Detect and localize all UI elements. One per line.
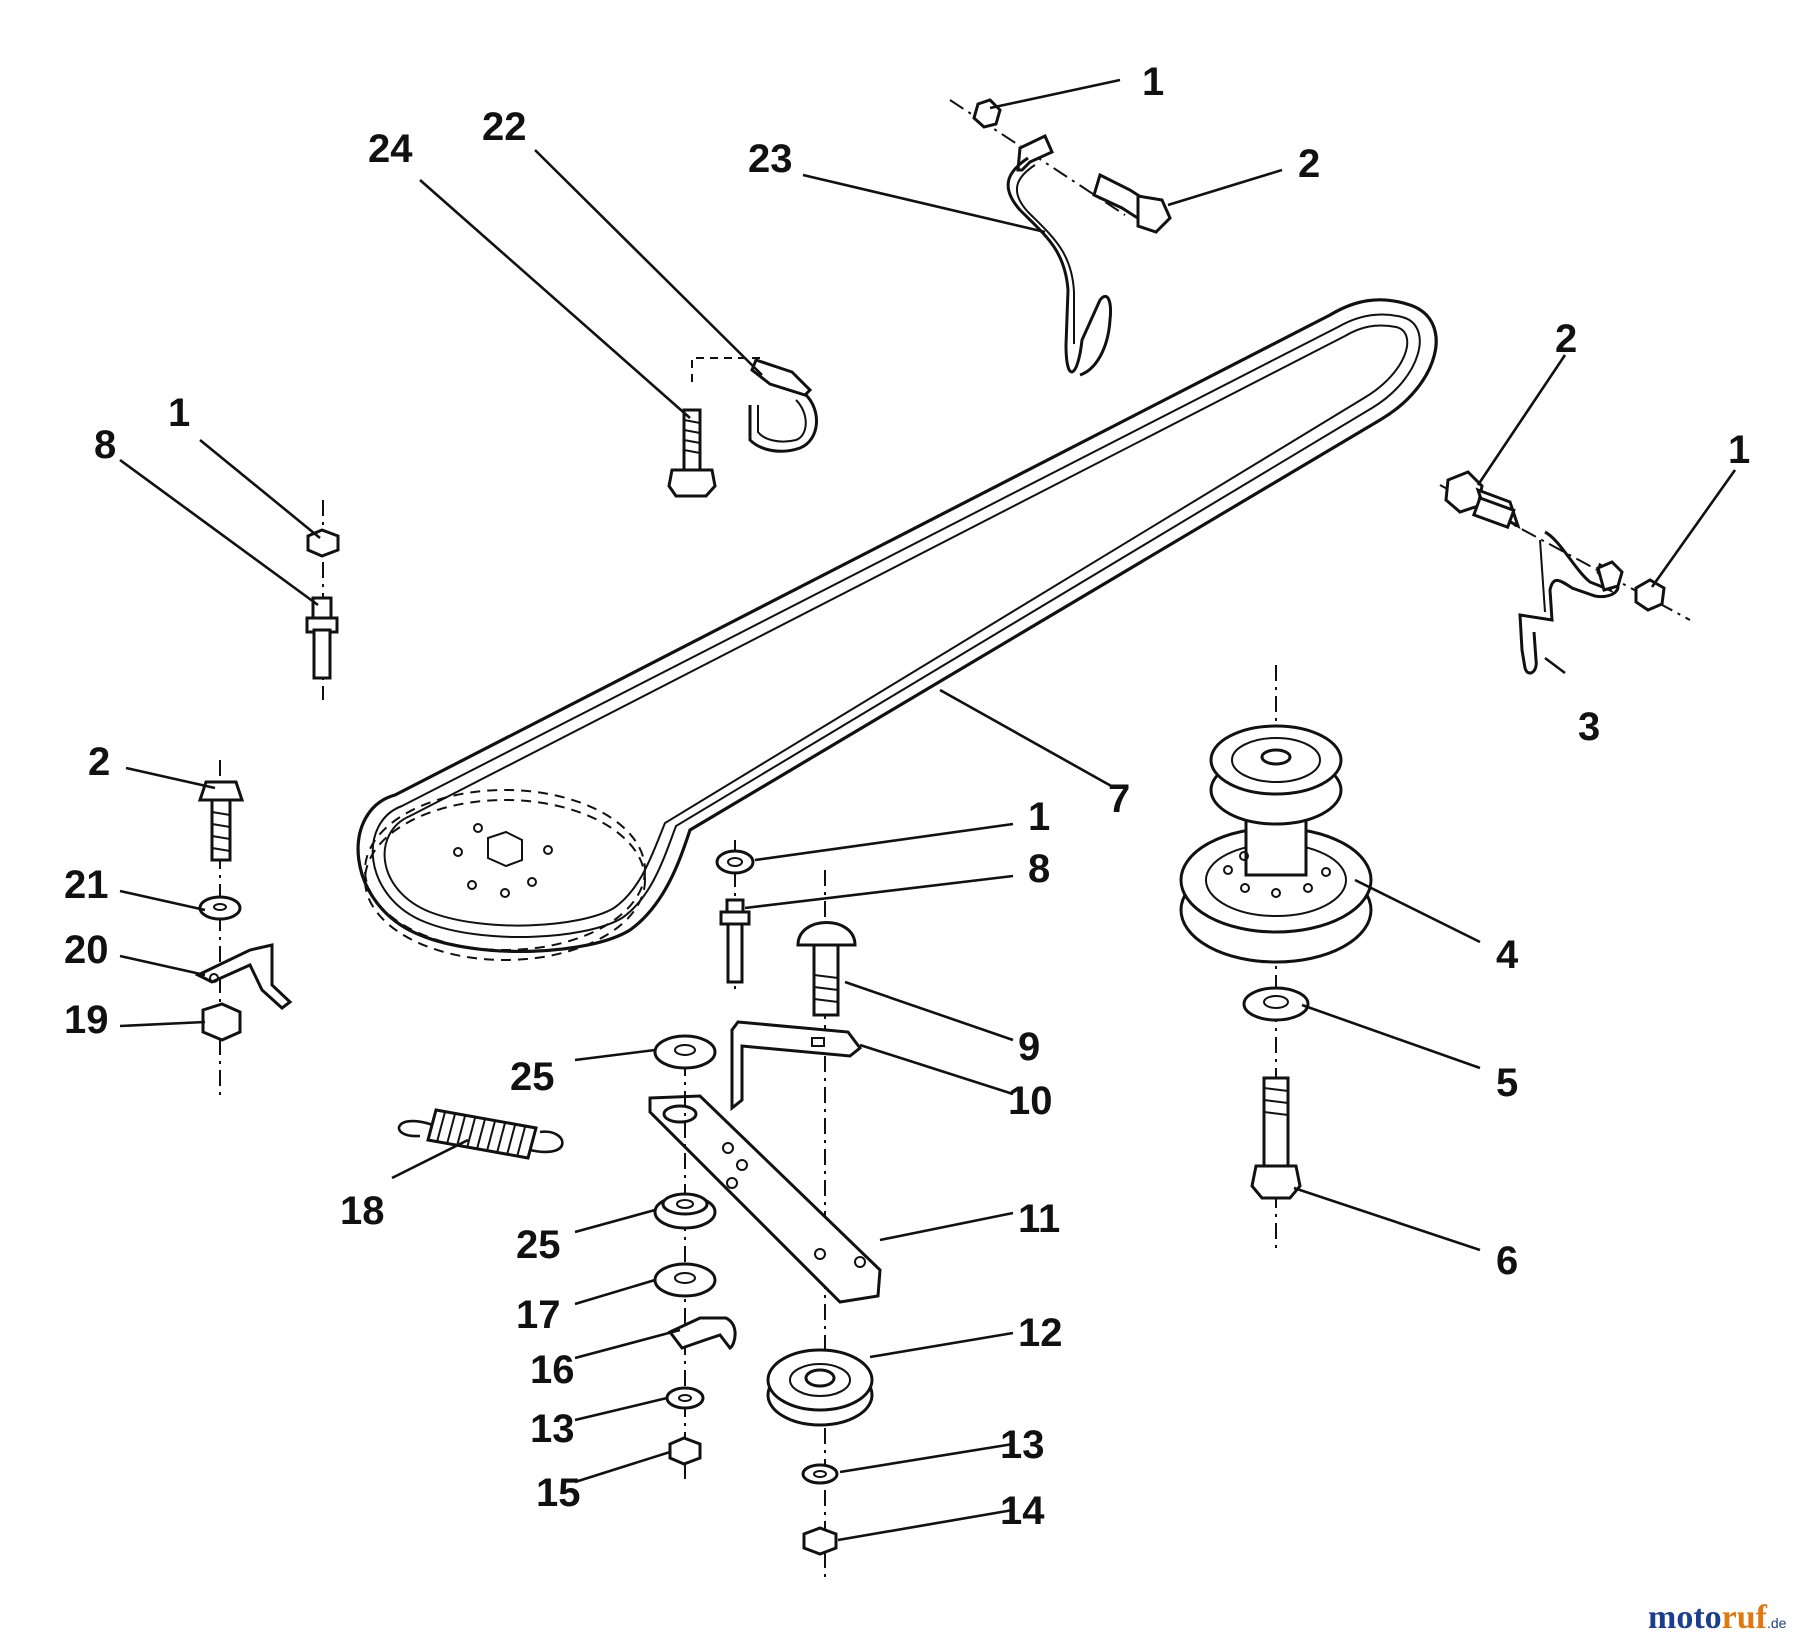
callout-17: 17 — [516, 1293, 561, 1337]
callout-11: 11 — [1018, 1197, 1060, 1241]
idler-arm — [648, 1094, 882, 1304]
callout-1: 1 — [1142, 60, 1164, 104]
callout-12: 12 — [1018, 1311, 1063, 1355]
callout-2: 2 — [1298, 142, 1320, 186]
callout-21: 21 — [64, 863, 109, 907]
belt-guide-right — [1439, 470, 1691, 675]
stud-and-nut-left — [305, 500, 340, 700]
callout-labels: 1 2 23 22 24 2 1 1 8 3 7 2 21 20 19 1 8 … — [64, 60, 1750, 1533]
callout-24: 24 — [368, 127, 413, 171]
idler-bracket — [730, 1020, 863, 1112]
idler-pulley — [766, 1348, 874, 1556]
callout-25: 25 — [516, 1223, 561, 1267]
watermark-part2: ruf — [1722, 1599, 1768, 1636]
watermark-suffix: .de — [1767, 1615, 1787, 1631]
callout-19: 19 — [64, 998, 109, 1042]
callout-2: 2 — [1555, 317, 1577, 361]
double-pulley-stack — [1179, 665, 1373, 1250]
callout-22: 22 — [482, 105, 527, 149]
callout-14: 14 — [1000, 1489, 1045, 1533]
callout-6: 6 — [1496, 1239, 1518, 1283]
belt-guide-center — [667, 357, 818, 498]
callout-4: 4 — [1496, 933, 1519, 977]
watermark-part1: moto — [1648, 1599, 1722, 1636]
stud-and-nut-center — [715, 840, 755, 990]
callout-1: 1 — [1028, 795, 1050, 839]
idler-spring — [397, 1108, 564, 1160]
callout-8: 8 — [1028, 847, 1050, 891]
belt-pulley — [364, 789, 646, 961]
callout-2: 2 — [88, 740, 110, 784]
callout-7: 7 — [1108, 777, 1130, 821]
svg-text:motoruf.de: motoruf.de — [1648, 1599, 1787, 1636]
callout-23: 23 — [748, 137, 793, 181]
left-bolt-stack — [194, 760, 293, 1100]
callout-25: 25 — [510, 1055, 555, 1099]
callout-20: 20 — [64, 928, 109, 972]
belt-guide-upper — [949, 98, 1172, 377]
callout-13: 13 — [530, 1407, 575, 1451]
callout-5: 5 — [1496, 1061, 1518, 1105]
callout-10: 10 — [1008, 1079, 1053, 1123]
callout-8: 8 — [94, 423, 116, 467]
callout-13: 13 — [1000, 1423, 1045, 1467]
callout-3: 3 — [1578, 705, 1600, 749]
callout-18: 18 — [340, 1189, 385, 1233]
callout-9: 9 — [1018, 1025, 1040, 1069]
watermark-logo: motoruf.de — [1648, 1599, 1787, 1636]
callout-16: 16 — [530, 1348, 575, 1392]
callout-15: 15 — [536, 1471, 581, 1515]
leader-lines — [119, 78, 1737, 1542]
idler-left-stack — [653, 1034, 737, 1480]
callout-1: 1 — [1728, 428, 1750, 472]
callout-1: 1 — [168, 391, 190, 435]
